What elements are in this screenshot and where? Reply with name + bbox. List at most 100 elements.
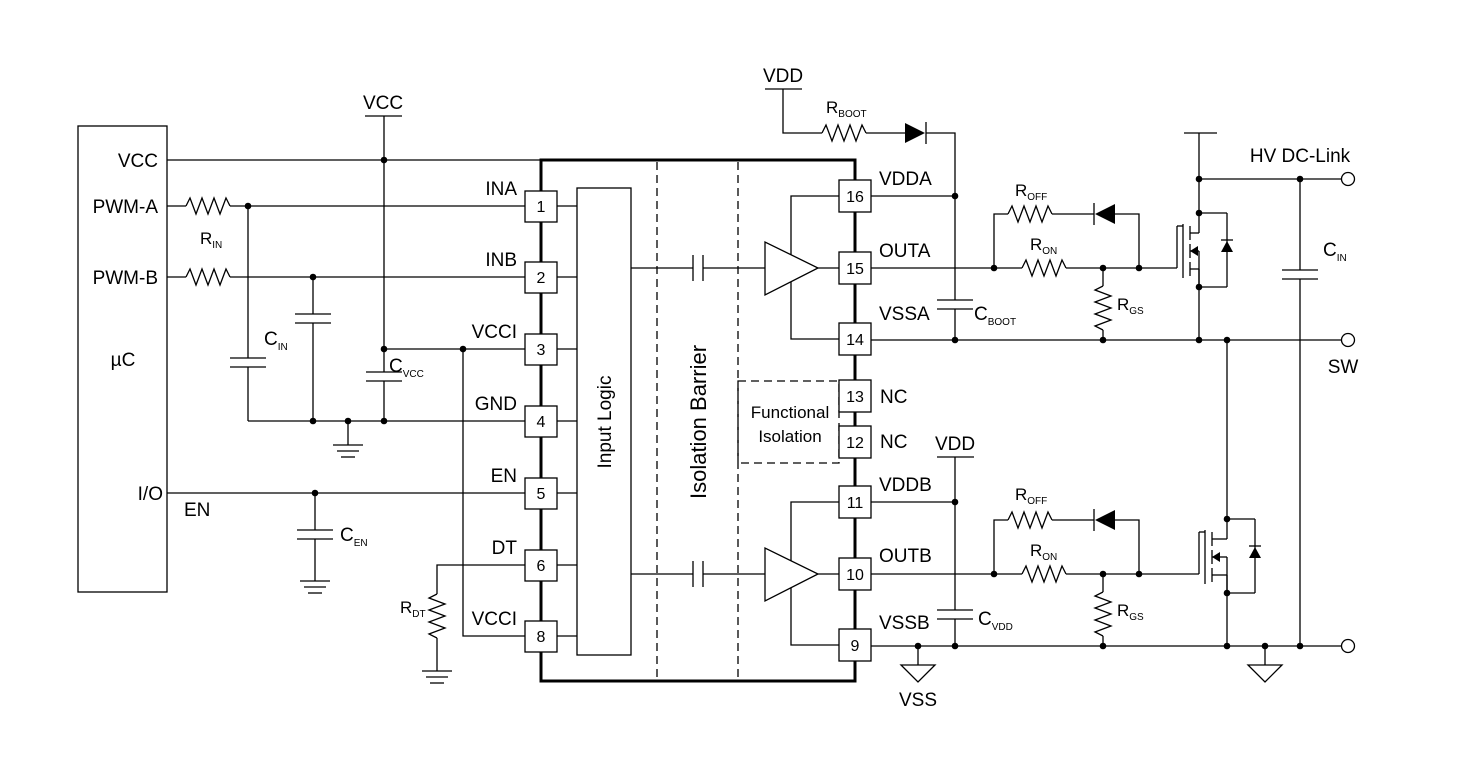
svg-text:OUTA: OUTA xyxy=(879,241,931,262)
junction-gnd-rail-2 xyxy=(951,642,959,650)
svg-text:4: 4 xyxy=(537,414,546,431)
svg-text:INB: INB xyxy=(485,250,517,271)
vss-ground-symbol xyxy=(899,646,937,683)
high-side-mosfet xyxy=(1176,212,1233,288)
left-pin-2: 2 INB xyxy=(485,250,558,294)
vdd-top-label: VDD xyxy=(763,66,803,87)
hv-dc-link-terminal xyxy=(1340,171,1356,187)
wire-roff-bottom-left xyxy=(993,519,1008,574)
hv-dc-link-label: HV DC-Link xyxy=(1250,146,1351,167)
svg-text:14: 14 xyxy=(846,332,864,349)
mcu-pwm-b-label: PWM-B xyxy=(93,268,158,289)
right-pin-9: 9 VSSB xyxy=(838,613,930,662)
right-pin-12: 12 NC xyxy=(838,425,907,459)
vcc-rail-label: VCC xyxy=(363,93,403,114)
sw-label: SW xyxy=(1328,357,1359,378)
wire-vdd-rboot xyxy=(782,89,822,134)
svg-text:8: 8 xyxy=(537,629,546,646)
junction-gnd-rail-4 xyxy=(1223,642,1231,650)
svg-text:GND: GND xyxy=(475,394,517,415)
rgs-bottom-label: RGS xyxy=(1117,601,1144,623)
low-side-mosfet xyxy=(1198,518,1261,594)
junction-vcc-top xyxy=(380,156,388,164)
resistor-rdt xyxy=(427,593,447,639)
svg-text:VCCI: VCCI xyxy=(472,322,517,343)
cvdd-label: CVDD xyxy=(978,609,1013,633)
power-ground-symbol xyxy=(1246,646,1284,683)
left-pin-3: 3 VCCI xyxy=(472,322,558,366)
rboot-label: RBOOT xyxy=(826,98,867,120)
rin-label: RIN xyxy=(200,229,222,251)
svg-text:5: 5 xyxy=(537,486,546,503)
ground-symbol-rdt xyxy=(422,670,452,684)
junction-gate-top-2 xyxy=(1135,264,1143,272)
isolation-channel-b xyxy=(631,561,765,587)
cen-label: CEN xyxy=(340,525,368,549)
svg-text:DT: DT xyxy=(492,538,518,559)
svg-text:11: 11 xyxy=(847,495,864,512)
cin-bus-label: CIN xyxy=(1323,240,1347,264)
svg-text:VDDB: VDDB xyxy=(879,475,932,496)
ground-symbol-cen xyxy=(300,580,330,594)
resistor-rin-a xyxy=(185,196,231,216)
vdd-bottom-label: VDD xyxy=(935,434,975,455)
wire-buffer-b-supply xyxy=(790,501,839,561)
wire-roff-top-right xyxy=(1115,213,1140,268)
junction-gnd-3 xyxy=(380,417,388,425)
junction-vdda xyxy=(951,192,959,200)
wire-buffer-b-ground xyxy=(790,588,839,646)
resistor-roff-top xyxy=(1007,204,1053,224)
mcu-pwm-a-label: PWM-A xyxy=(93,197,159,218)
input-logic-block xyxy=(576,187,632,656)
resistor-roff-bottom xyxy=(1007,510,1053,530)
microcontroller-block xyxy=(77,125,168,593)
svg-text:2: 2 xyxy=(537,270,546,287)
rdt-label: RDT xyxy=(400,598,426,620)
junction-hv-1 xyxy=(1195,175,1203,183)
junction-sw-2 xyxy=(1099,336,1107,344)
svg-text:NC: NC xyxy=(880,387,907,408)
ground-rail-terminal xyxy=(1340,638,1356,654)
sw-terminal xyxy=(1340,332,1356,348)
svg-text:13: 13 xyxy=(846,389,864,406)
svg-text:10: 10 xyxy=(846,567,864,584)
svg-text:VDDA: VDDA xyxy=(879,169,932,190)
wire-roff-bottom-right xyxy=(1115,519,1140,574)
left-pin-6: 6 DT xyxy=(492,538,558,582)
junction-gnd-rail-6 xyxy=(1296,642,1304,650)
roff-bottom-label: ROFF xyxy=(1015,485,1047,507)
svg-text:1: 1 xyxy=(537,199,546,216)
en-net-label: EN xyxy=(184,500,210,521)
mcu-label: µC xyxy=(111,350,136,371)
junction-gnd-1 xyxy=(309,417,317,425)
wire-diode-vdda xyxy=(926,132,956,300)
ron-bottom-label: RON xyxy=(1030,541,1057,563)
functional-isolation-region xyxy=(737,380,840,464)
isolation-barrier-label: Isolation Barrier xyxy=(686,345,711,499)
left-pin-5: 5 EN xyxy=(491,466,558,510)
svg-text:3: 3 xyxy=(537,342,546,359)
svg-text:6: 6 xyxy=(537,558,546,575)
mcu-vcc-label: VCC xyxy=(118,151,158,172)
junction-gnd-rail-3 xyxy=(1099,642,1107,650)
functional-isolation-line2: Isolation xyxy=(758,427,821,446)
resistor-ron-bottom xyxy=(1021,564,1067,584)
roff-top-label: ROFF xyxy=(1015,181,1047,203)
wire-buffer-a-supply xyxy=(790,195,839,255)
cboot-label: CBOOT xyxy=(974,304,1016,328)
internal-wiring-left xyxy=(557,205,577,637)
svg-text:9: 9 xyxy=(851,638,860,655)
ground-symbol-left xyxy=(333,421,363,458)
roff-top-diode xyxy=(1093,203,1115,225)
cvcc-label: CVCC xyxy=(389,356,424,380)
right-pin-13: 13 NC xyxy=(838,379,907,413)
right-pin-14: 14 VSSA xyxy=(838,304,930,356)
svg-text:OUTB: OUTB xyxy=(879,546,932,567)
wire-roff-top-left xyxy=(993,213,1008,268)
left-pin-8: 8 VCCI xyxy=(472,609,558,653)
resistor-rin-b xyxy=(185,267,231,287)
resistor-ron-top xyxy=(1021,258,1067,278)
svg-text:VCCI: VCCI xyxy=(472,609,517,630)
svg-text:16: 16 xyxy=(846,189,864,206)
